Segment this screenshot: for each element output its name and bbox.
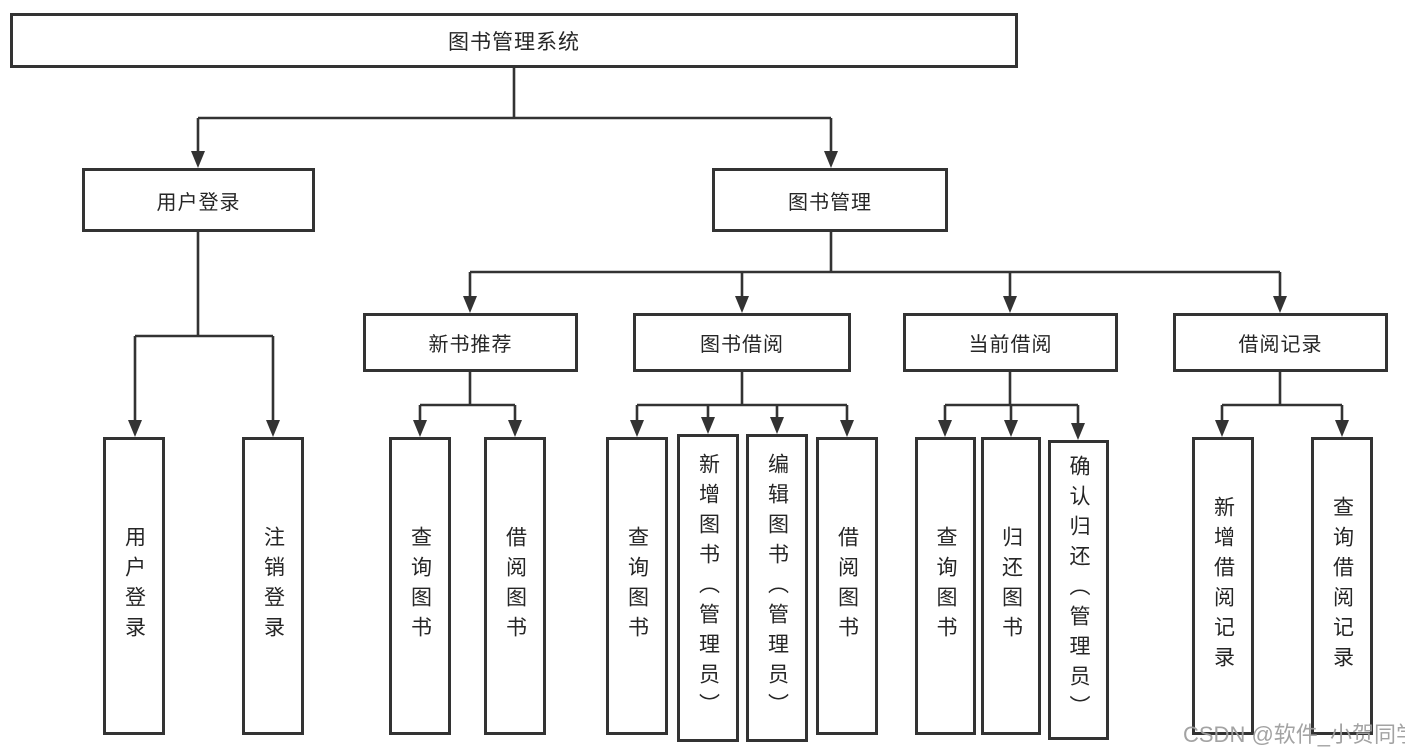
csdn-watermark: CSDN @软件_小贺同学 (1183, 722, 1405, 747)
leaf-query-borrow-record: 查询借阅记录 (1311, 437, 1373, 735)
node-current-borrow: 当前借阅 (903, 313, 1118, 372)
leaf-add-borrow-record: 新增借阅记录 (1192, 437, 1254, 735)
leaf-edit-books-admin: 编辑图书（管理员） (746, 434, 808, 742)
leaf-borrow-books: 借阅图书 (816, 437, 878, 735)
node-new-book-recommend: 新书推荐 (363, 313, 578, 372)
leaf-recommend-query-books: 查询图书 (389, 437, 451, 735)
node-user-login: 用户登录 (82, 168, 315, 232)
leaf-recommend-borrow-books: 借阅图书 (484, 437, 546, 735)
leaf-logout: 注销登录 (242, 437, 304, 735)
leaf-confirm-return-admin: 确认归还（管理员） (1048, 440, 1109, 740)
leaf-user-login: 用户登录 (103, 437, 165, 735)
node-borrow-records: 借阅记录 (1173, 313, 1388, 372)
leaf-return-books: 归还图书 (981, 437, 1041, 735)
node-root-system: 图书管理系统 (10, 13, 1018, 68)
node-book-borrow: 图书借阅 (633, 313, 851, 372)
node-book-management: 图书管理 (712, 168, 948, 232)
leaf-borrow-query-books: 查询图书 (606, 437, 668, 735)
leaf-add-books-admin: 新增图书（管理员） (677, 434, 739, 742)
leaf-current-query-books: 查询图书 (915, 437, 976, 735)
